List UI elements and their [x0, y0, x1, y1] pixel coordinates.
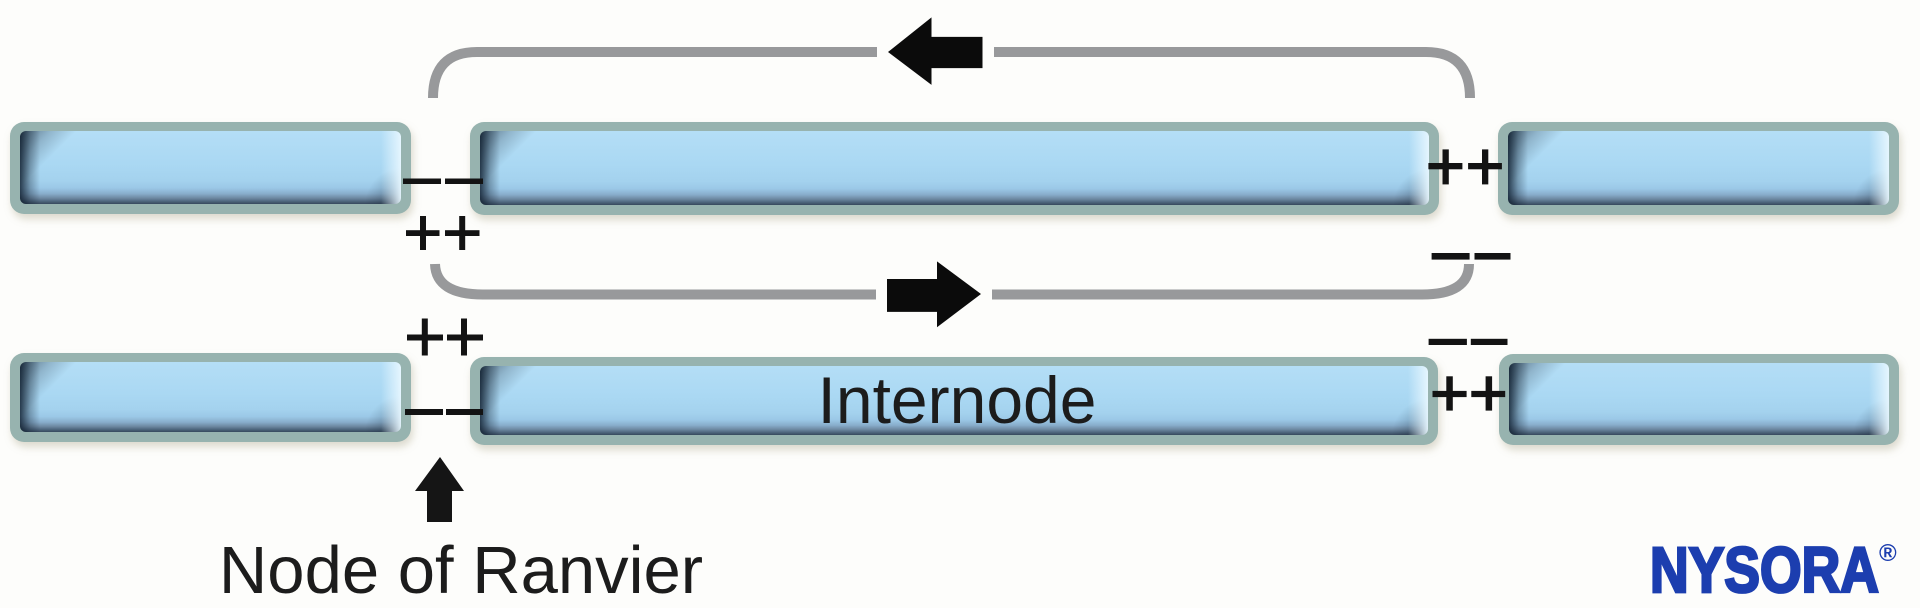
svg-text:Internode: Internode [818, 363, 1097, 437]
svg-text:®: ® [1879, 540, 1897, 567]
svg-text:NYSORA: NYSORA [1650, 536, 1879, 607]
svg-text:Node of Ranvier: Node of Ranvier [219, 533, 703, 608]
